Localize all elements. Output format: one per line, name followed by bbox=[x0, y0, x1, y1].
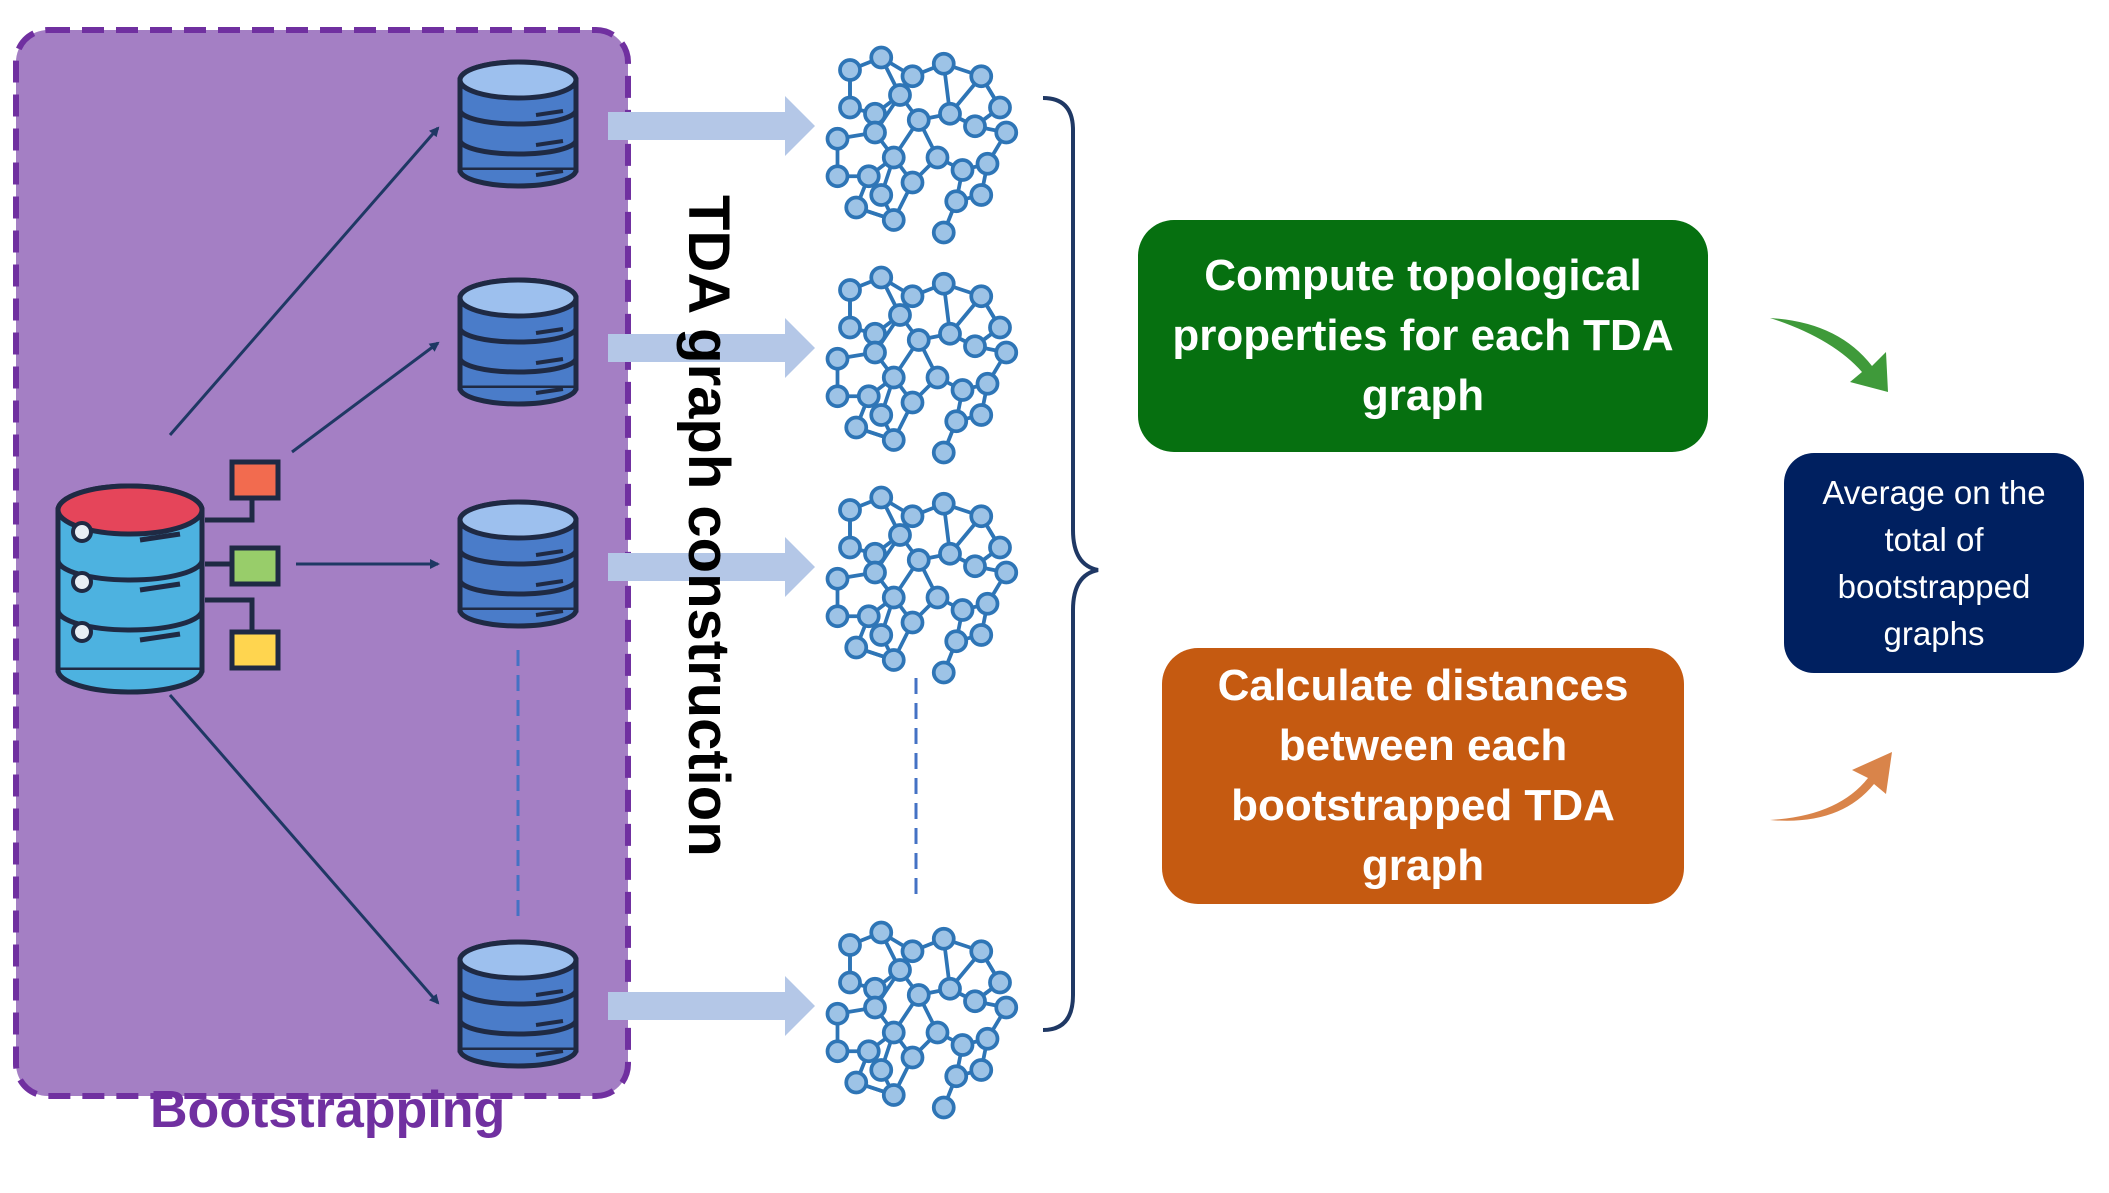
grouping-brace bbox=[1042, 96, 1099, 1032]
compute-topology-box: Compute topological properties for each … bbox=[1138, 220, 1708, 452]
sample-arrow-4 bbox=[168, 694, 440, 1005]
data-blocks-icon bbox=[205, 459, 281, 671]
calculate-distances-text: Calculate distances between each bootstr… bbox=[1217, 661, 1629, 890]
tda-construction-text: TDA graph construction bbox=[676, 195, 741, 857]
network-graph-icon-3 bbox=[825, 485, 1019, 685]
sample-arrow-1 bbox=[168, 126, 440, 436]
construct-arrow-1 bbox=[608, 96, 815, 156]
network-graph-icon-4 bbox=[825, 920, 1019, 1120]
network-graph-icon-2 bbox=[825, 265, 1019, 465]
bootstrap-database-icon-2 bbox=[460, 280, 576, 404]
bootstrap-database-icon-3 bbox=[460, 502, 576, 626]
green-curved-arrow-icon bbox=[1770, 318, 1888, 392]
calculate-distances-box: Calculate distances between each bootstr… bbox=[1162, 648, 1684, 904]
average-box: Average on the total of bootstrapped gra… bbox=[1784, 453, 2084, 673]
compute-topology-text: Compute topological properties for each … bbox=[1172, 251, 1674, 420]
source-database-icon bbox=[55, 483, 205, 695]
bootstrapping-label: Bootstrapping bbox=[150, 1081, 506, 1139]
bootstrap-database-icon-1 bbox=[460, 62, 576, 186]
average-text: Average on the total of bootstrapped gra… bbox=[1822, 474, 2046, 652]
sample-arrow-2 bbox=[291, 341, 440, 454]
construct-arrow-2 bbox=[608, 318, 815, 378]
bootstrap-database-icon-4 bbox=[460, 942, 576, 1066]
construct-arrow-3 bbox=[608, 537, 815, 597]
construct-arrow-4 bbox=[608, 976, 815, 1036]
orange-curved-arrow-icon bbox=[1770, 752, 1892, 821]
network-graph-icon-1 bbox=[825, 45, 1019, 245]
